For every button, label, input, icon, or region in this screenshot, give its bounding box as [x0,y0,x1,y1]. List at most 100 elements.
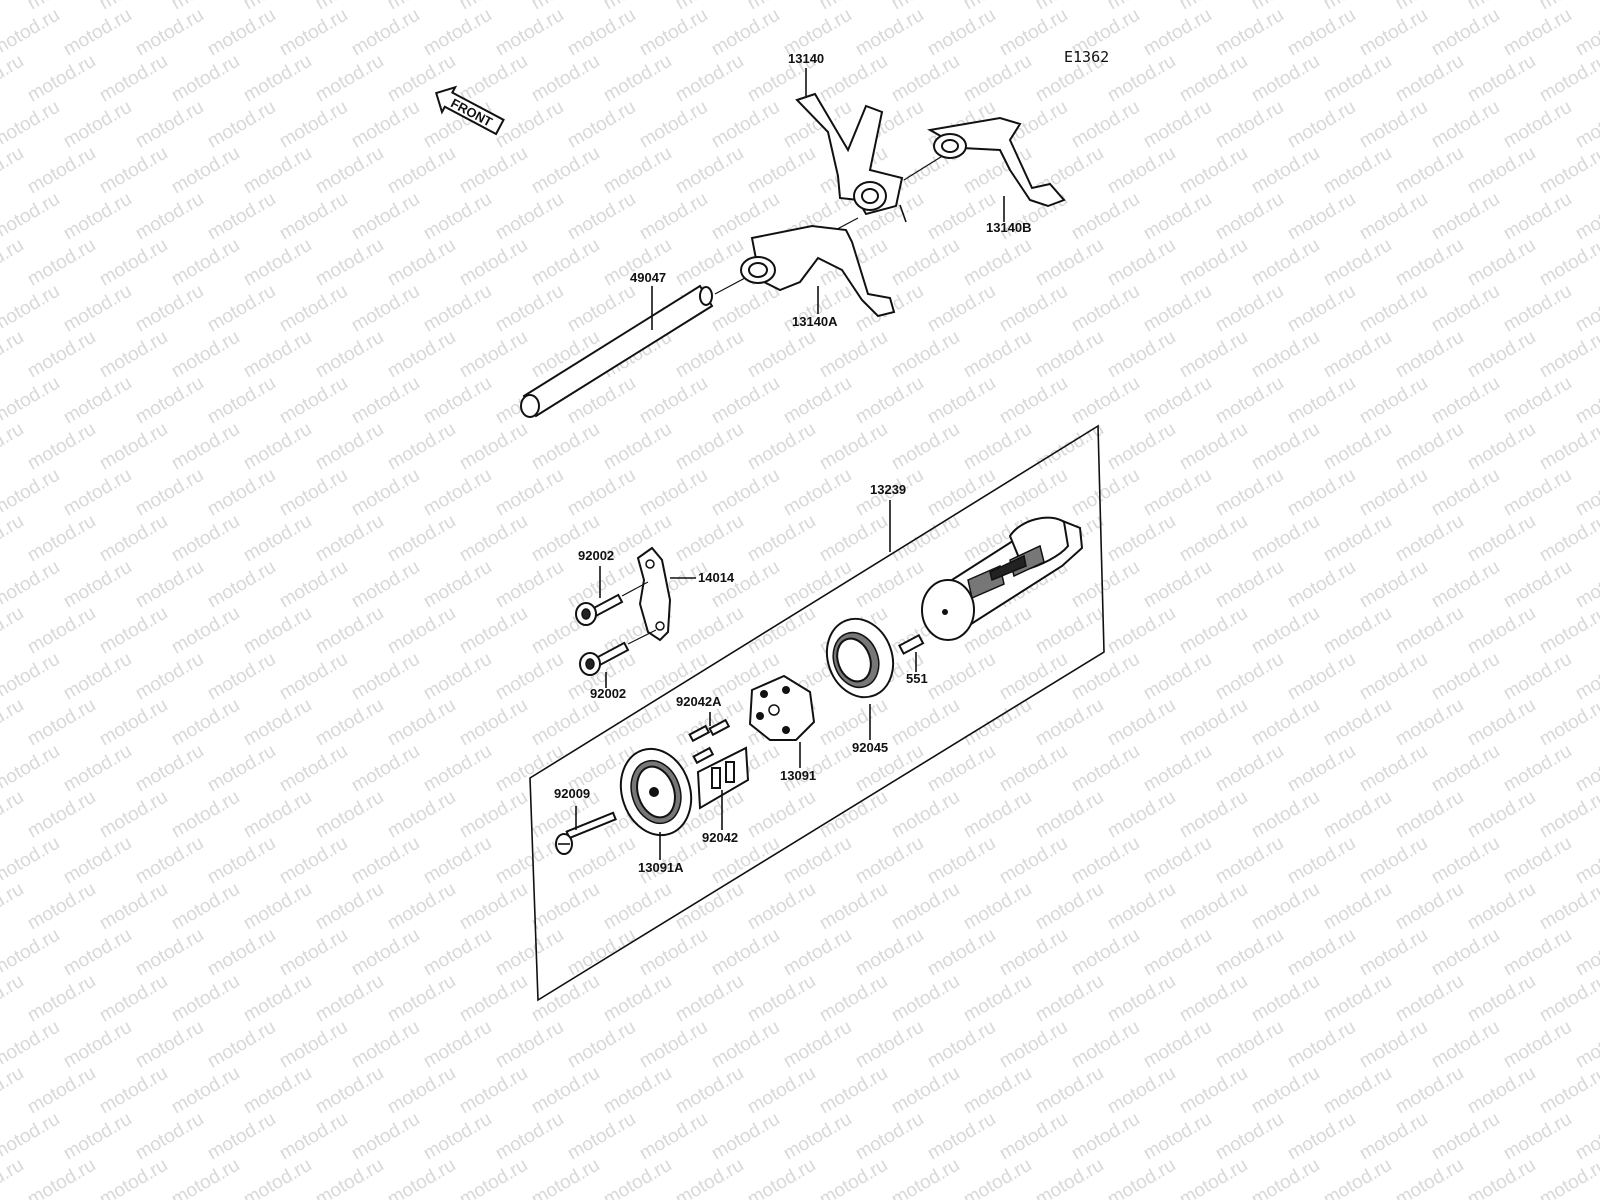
watermark-text: motod.ru [1212,649,1287,705]
watermark-text: motod.ru [348,97,423,153]
watermark-text: motod.ru [132,925,207,981]
watermark-text: motod.ru [24,51,99,107]
watermark-text: motod.ru [24,235,99,291]
watermark-text: motod.ru [1248,235,1323,291]
watermark-text: motod.ru [672,51,747,107]
watermark-text: motod.ru [1572,465,1600,521]
watermark-text: motod.ru [60,465,135,521]
part-label-92002-bottom: 92002 [590,686,626,701]
part-label-92042: 92042 [702,830,738,845]
watermark-text: motod.ru [168,1063,243,1119]
watermark-text: motod.ru [1068,281,1143,337]
watermark-text: motod.ru [744,143,819,199]
bolt-92002-bottom [579,629,657,676]
watermark-text: motod.ru [1176,879,1251,935]
watermark-text: motod.ru [132,833,207,889]
watermark-text: motod.ru [60,373,135,429]
watermark-text: motod.ru [240,143,315,199]
watermark-text: motod.ru [1248,1063,1323,1119]
shift-drum [921,516,1084,641]
watermark-text: motod.ru [1104,51,1179,107]
watermark-text: motod.ru [816,1063,891,1119]
watermark-text: motod.ru [492,1017,567,1073]
watermark-text: motod.ru [888,419,963,475]
watermark-text: motod.ru [1320,603,1395,659]
watermark-text: motod.ru [1140,465,1215,521]
watermark-text: motod.ru [456,695,531,751]
part-label-13140A: 13140A [792,314,838,329]
watermark-text: motod.ru [600,143,675,199]
watermark-text: motod.ru [1536,1155,1600,1200]
watermark-text: motod.ru [420,557,495,613]
watermark-text: motod.ru [1140,373,1215,429]
watermark-text: motod.ru [132,1109,207,1165]
watermark-text: motod.ru [276,281,351,337]
watermark-text: motod.ru [1320,51,1395,107]
watermark-text: motod.ru [888,879,963,935]
watermark-text: motod.ru [744,603,819,659]
watermark-text: motod.ru [456,1155,531,1200]
watermark-text: motod.ru [240,327,315,383]
watermark-text: motod.ru [528,0,603,14]
watermark-text: motod.ru [1572,557,1600,613]
pins-92042A [688,718,731,765]
watermark-text: motod.ru [0,787,27,843]
plate-14014 [636,546,672,642]
watermark-text: motod.ru [852,1017,927,1073]
watermark-text: motod.ru [744,327,819,383]
watermark-text: motod.ru [1140,1017,1215,1073]
watermark-text: motod.ru [96,235,171,291]
watermark-text: motod.ru [1428,97,1503,153]
watermark-text: motod.ru [1284,1109,1359,1165]
watermark-text: motod.ru [60,557,135,613]
watermark-text: motod.ru [1500,97,1575,153]
watermark-text: motod.ru [1572,373,1600,429]
watermark-text: motod.ru [888,511,963,567]
watermark-text: motod.ru [1464,695,1539,751]
watermark-text: motod.ru [1104,143,1179,199]
watermark-text: motod.ru [168,419,243,475]
watermark-text: motod.ru [1068,97,1143,153]
watermark-text: motod.ru [1068,1109,1143,1165]
watermark-text: motod.ru [1104,419,1179,475]
watermark-text: motod.ru [0,879,27,935]
watermark-text: motod.ru [744,511,819,567]
watermark-text: motod.ru [888,51,963,107]
watermark-text: motod.ru [636,97,711,153]
watermark-text: motod.ru [1572,1109,1600,1165]
part-label-14014: 14014 [698,570,735,585]
watermark-text: motod.ru [312,0,387,14]
watermark-text: motod.ru [1176,1063,1251,1119]
watermark-text: motod.ru [24,971,99,1027]
watermark-text: motod.ru [24,1155,99,1200]
watermark-text: motod.ru [1320,879,1395,935]
watermark-text: motod.ru [276,1017,351,1073]
watermark-text: motod.ru [204,1109,279,1165]
watermark-text: motod.ru [1320,1063,1395,1119]
watermark-text: motod.ru [240,1063,315,1119]
watermark-text: motod.ru [1176,971,1251,1027]
watermark-text: motod.ru [708,97,783,153]
watermark-text: motod.ru [204,465,279,521]
watermark-text: motod.ru [708,1109,783,1165]
watermark-text: motod.ru [132,189,207,245]
watermark-text: motod.ru [1212,557,1287,613]
watermark-text: motod.ru [672,511,747,567]
watermark-text: motod.ru [168,235,243,291]
watermark-text: motod.ru [1068,465,1143,521]
watermark-text: motod.ru [636,5,711,61]
watermark-text: motod.ru [1032,235,1107,291]
watermark-text: motod.ru [1284,97,1359,153]
watermark-text: motod.ru [1140,97,1215,153]
watermark-text: motod.ru [0,971,27,1027]
watermark-text: motod.ru [1284,281,1359,337]
watermark-text: motod.ru [1428,189,1503,245]
watermark-text: motod.ru [708,465,783,521]
watermark-text: motod.ru [1500,833,1575,889]
watermark-text: motod.ru [1248,695,1323,751]
watermark-text: motod.ru [816,511,891,567]
watermark-text: motod.ru [1428,465,1503,521]
watermark-text: motod.ru [276,741,351,797]
part-label-13091: 13091 [780,768,816,783]
watermark-text: motod.ru [1320,787,1395,843]
